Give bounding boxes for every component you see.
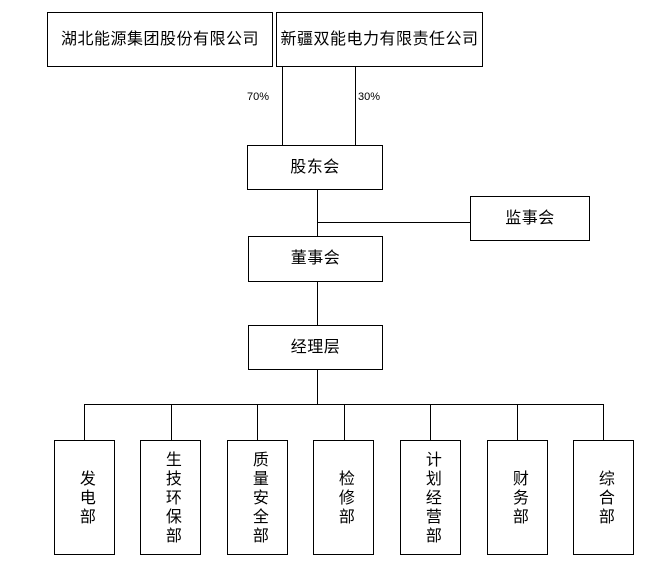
- connector-bus-to-dept-1: [84, 404, 85, 440]
- connector-meeting-to-directors: [317, 190, 318, 236]
- node-dept-quality-safety[interactable]: 质量安全部: [227, 440, 288, 555]
- connector-bus-to-dept-7: [603, 404, 604, 440]
- edge-label-share-a: 70%: [247, 91, 270, 103]
- node-board-of-supervisors[interactable]: 监事会: [470, 196, 590, 241]
- node-dept-power-generation-label: 发电部: [76, 470, 94, 527]
- node-dept-finance-label: 财务部: [509, 470, 527, 527]
- node-shareholders-meeting[interactable]: 股东会: [247, 145, 383, 190]
- connector-bus-to-dept-4: [344, 404, 345, 440]
- node-shareholder-a[interactable]: 湖北能源集团股份有限公司: [47, 12, 273, 67]
- node-shareholder-b-label: 新疆双能电力有限责任公司: [280, 30, 479, 48]
- node-board-of-directors[interactable]: 董事会: [248, 236, 383, 282]
- connector-bus-to-dept-2: [171, 404, 172, 440]
- node-shareholder-a-label: 湖北能源集团股份有限公司: [60, 30, 259, 48]
- node-dept-maintenance[interactable]: 检修部: [313, 440, 374, 555]
- connector-shareholder-a-to-meeting: [282, 67, 283, 145]
- connector-management-to-bus: [317, 370, 318, 404]
- node-dept-maintenance-label: 检修部: [335, 470, 353, 527]
- node-dept-quality-safety-label: 质量安全部: [249, 451, 267, 546]
- node-management-label: 经理层: [290, 338, 341, 356]
- node-dept-planning-operations[interactable]: 计划经营部: [400, 440, 461, 555]
- connector-bus-to-dept-3: [257, 404, 258, 440]
- connector-directors-to-management: [317, 282, 318, 325]
- node-dept-production-tech-env-label: 生技环保部: [162, 451, 180, 546]
- node-dept-power-generation[interactable]: 发电部: [54, 440, 115, 555]
- node-board-of-directors-label: 董事会: [290, 250, 341, 268]
- node-shareholder-b[interactable]: 新疆双能电力有限责任公司: [276, 12, 483, 67]
- node-dept-finance[interactable]: 财务部: [487, 440, 548, 555]
- connector-bus-to-dept-5: [430, 404, 431, 440]
- connector-bus-to-dept-6: [517, 404, 518, 440]
- node-dept-production-tech-env[interactable]: 生技环保部: [140, 440, 201, 555]
- node-dept-general-affairs-label: 综合部: [595, 470, 613, 527]
- node-shareholders-meeting-label: 股东会: [290, 158, 340, 176]
- connector-shareholder-b-to-meeting: [355, 67, 356, 145]
- node-dept-general-affairs[interactable]: 综合部: [573, 440, 634, 555]
- connector-department-bus: [84, 404, 603, 405]
- connector-meeting-to-supervisors: [317, 222, 471, 223]
- node-management[interactable]: 经理层: [248, 325, 383, 370]
- node-dept-planning-operations-label: 计划经营部: [422, 451, 440, 546]
- node-board-of-supervisors-label: 监事会: [505, 209, 555, 227]
- edge-label-share-b: 30%: [358, 91, 381, 103]
